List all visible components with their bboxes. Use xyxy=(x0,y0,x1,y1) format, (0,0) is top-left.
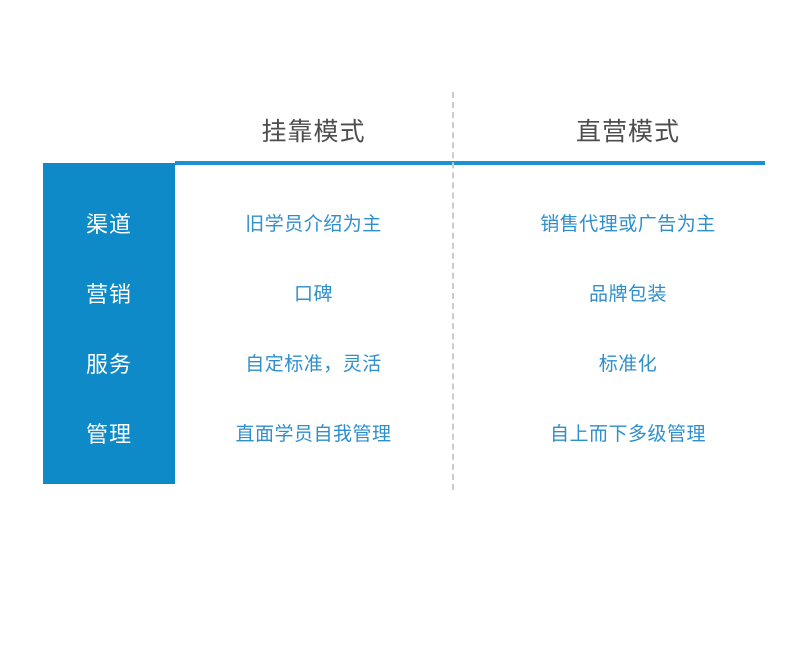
row-label-2: 服务 xyxy=(85,352,132,377)
column-header-left: 挂靠模式 xyxy=(261,118,366,146)
cell-right-0: 销售代理或广告为主 xyxy=(540,214,716,235)
cell-right-1: 品牌包装 xyxy=(588,284,667,305)
column-header-right: 直营模式 xyxy=(575,118,680,146)
column-divider-dashed xyxy=(452,92,454,490)
cell-left-2: 自定标准，灵活 xyxy=(245,354,382,375)
row-label-sidebar: 渠道 营销 服务 管理 xyxy=(43,163,175,484)
cell-right-3: 自上而下多级管理 xyxy=(549,424,706,445)
row-label-1: 营销 xyxy=(85,282,132,307)
cell-left-3: 直面学员自我管理 xyxy=(235,424,392,445)
header-accent-rule xyxy=(175,161,765,165)
row-label-3: 管理 xyxy=(85,422,132,447)
row-label-0: 渠道 xyxy=(85,212,132,237)
cell-left-1: 口碑 xyxy=(293,284,333,305)
cell-right-2: 标准化 xyxy=(598,354,658,375)
cell-left-0: 旧学员介绍为主 xyxy=(245,214,382,235)
